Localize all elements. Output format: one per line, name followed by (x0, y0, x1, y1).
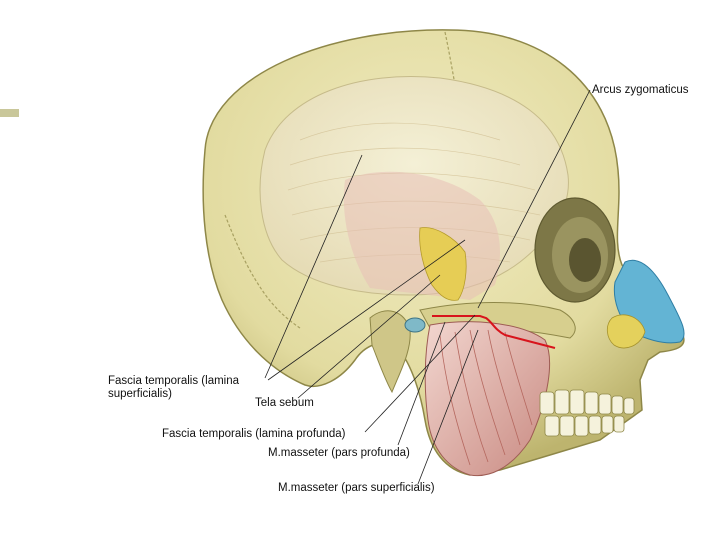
label-arcus-zygomaticus: Arcus zygomaticus (592, 84, 689, 96)
zygomatic-outline (432, 315, 556, 349)
masseter-muscle (424, 321, 551, 477)
lambdoid-suture (224, 214, 301, 329)
mastoid-process (369, 310, 411, 394)
ear-canal (404, 317, 426, 333)
label-fascia-temporalis-profunda: Fascia temporalis (lamina profunda) (162, 428, 346, 440)
label-fascia-temporalis-superficialis-1: Fascia temporalis (lamina (108, 375, 240, 387)
teeth (539, 389, 635, 437)
label-fascia-temporalis-superficialis-2: superficialis) (108, 388, 172, 400)
label-masseter-superficialis: M.masseter (pars superficialis) (278, 482, 435, 494)
leader-lines (264, 89, 591, 485)
label-tela-sebum: Tela sebum (255, 397, 314, 409)
slide-bullet (0, 109, 19, 117)
label-masseter-profunda: M.masseter (pars profunda) (268, 447, 410, 459)
